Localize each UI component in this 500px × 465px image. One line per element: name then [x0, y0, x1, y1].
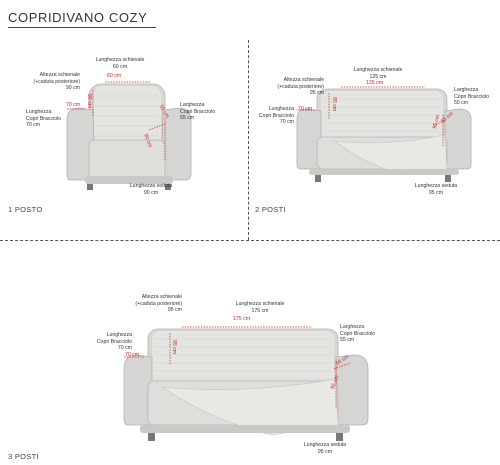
three-seat-sofa-illustration [123, 326, 369, 441]
p2-bracciolo-label2: Copri Bracciolo [258, 112, 294, 119]
p3-schienale-red: 175 cm [233, 316, 251, 322]
p3-seduta-label: Lunghezza seduta [303, 442, 347, 448]
p3-larghezza-value: 55 cm [340, 337, 355, 344]
horizontal-divider [0, 240, 500, 241]
p1-bracciolo-red: 70 cm [66, 102, 81, 108]
p2-larghezza-value: 55 cm [454, 100, 469, 107]
two-seat-sofa-illustration [296, 86, 472, 182]
p3-bracciolo-value: 70 cm [117, 345, 132, 352]
p3-seduta-value: 95 cm [317, 448, 333, 455]
p3-altezza-value: 95 cm [167, 307, 182, 314]
p2-larghezza-label2: Copri Bracciolo [454, 93, 490, 100]
title-underline [8, 27, 156, 28]
p3-schienale-label: Lunghezza schienale [235, 301, 285, 307]
panel-2-label: 2 POSTI [255, 205, 286, 214]
p2-schienale-value: 125 cm [369, 73, 387, 80]
p1-altezza-red: 90 cm [86, 94, 92, 109]
p3-larghezza-label2: Copri Bracciolo [340, 330, 376, 337]
p1-schienale-label: Lunghezza schienale [95, 57, 145, 63]
p1-altezza-label1: Altezza schienale [39, 72, 80, 78]
p2-altezza-label2: (+caduta posteriore) [277, 83, 324, 90]
p2-seduta-value: 95 cm [428, 189, 444, 196]
p1-larghezza-label2: Copri Bracciolo [180, 108, 216, 115]
p2-altezza-red: 95 cm [331, 97, 337, 112]
p1-schienale-red: 60 cm [107, 73, 122, 79]
p3-altezza-label1: Altezza schienale [141, 294, 182, 300]
p3-bracciolo-label1: Lunghezza [106, 332, 132, 338]
page-title: COPRIDIVANO COZY [8, 10, 148, 25]
p2-schienale-label: Lunghezza schienale [353, 67, 403, 73]
p1-altezza-label2: (+caduta posteriore) [33, 78, 80, 85]
p1-larghezza-value: 55 cm [180, 115, 195, 122]
p2-bracciolo-red: 70 cm [298, 106, 313, 112]
p2-bracciolo-value: 70 cm [279, 119, 294, 126]
p1-larghezza-label1: Larghezza [180, 102, 205, 108]
p2-larghezza-label1: Larghezza [454, 87, 479, 93]
armchair-illustration [66, 81, 192, 190]
p2-seduta-label: Lunghezza seduta [414, 183, 458, 189]
p3-schienale-value: 175 cm [251, 307, 269, 314]
p3-larghezza-label1: Larghezza [340, 324, 365, 330]
p1-bracciolo-value: 70 cm [26, 122, 41, 129]
p1-altezza-value: 90 cm [65, 85, 80, 92]
p2-altezza-value: 95 cm [309, 90, 324, 97]
panel-1-label: 1 POSTO [8, 205, 43, 214]
p1-bracciolo-label1: Lunghezza [26, 109, 52, 115]
p3-bracciolo-label2: Copri Bracciolo [96, 338, 132, 345]
p3-bracciolo-red: 70 cm [125, 352, 140, 358]
p3-altezza-red: 95 cm [171, 340, 177, 355]
vertical-divider [248, 40, 249, 240]
p1-bracciolo-label2: Copri Bracciolo [26, 115, 62, 122]
p1-seduta-label: Lunghezza seduta [129, 183, 173, 189]
p1-seduta-value: 90 cm [143, 189, 159, 196]
p1-schienale-value: 60 cm [112, 63, 128, 70]
p2-bracciolo-label1: Lunghezza [268, 106, 294, 112]
p2-altezza-label1: Altezza schienale [283, 77, 324, 83]
panel-3-label: 3 POSTI [8, 452, 39, 461]
p2-schienale-red: 125 cm [366, 80, 384, 86]
p3-altezza-label2: (+caduta posteriore) [135, 300, 182, 307]
